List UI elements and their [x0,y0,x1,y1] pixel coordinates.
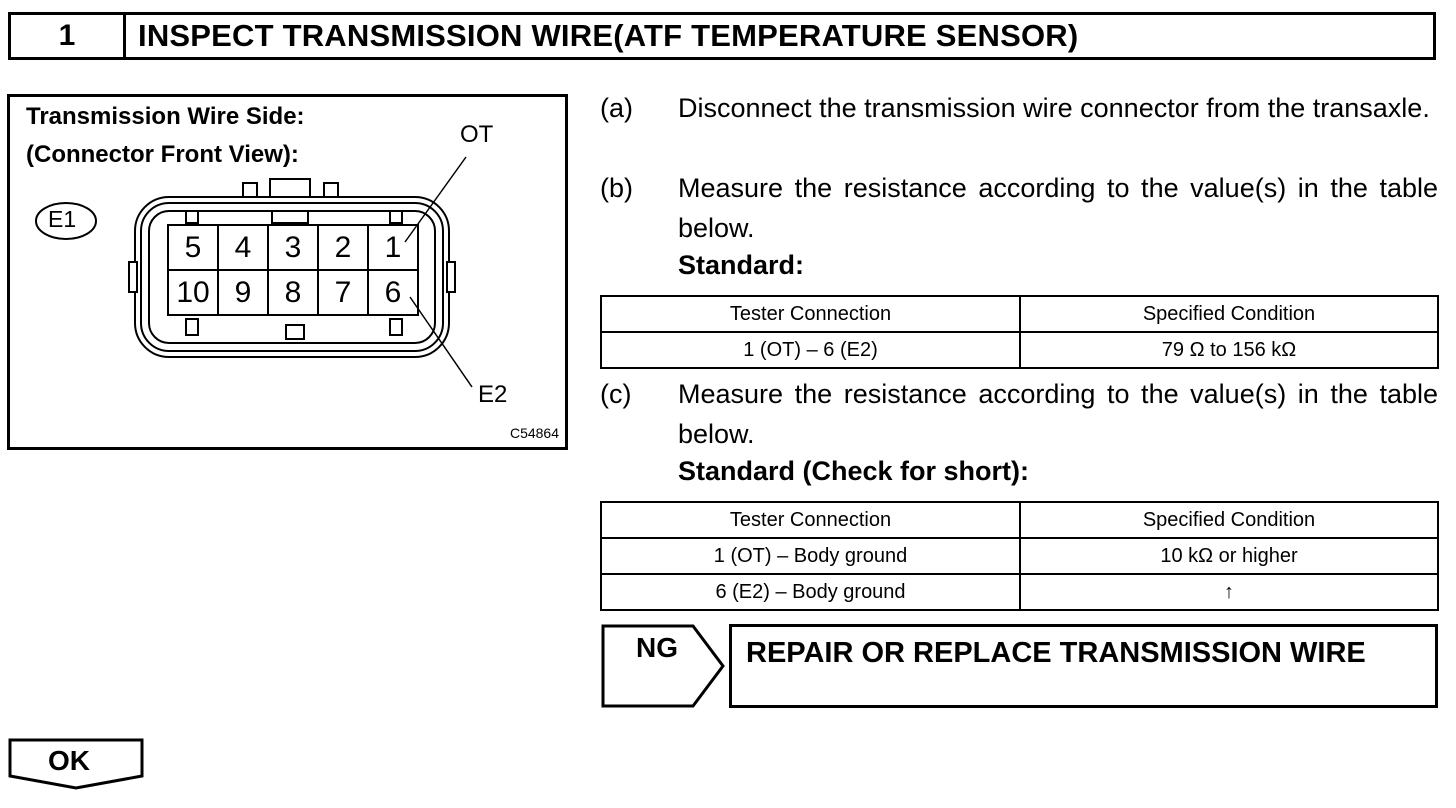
table-cell: 1 (OT) – 6 (E2) [600,331,1021,369]
connector-id-label: E1 [48,206,77,232]
ok-label: OK [48,745,90,776]
pin-3: 3 [284,231,302,264]
table-cell: ↑ [1019,573,1439,611]
ng-result-box: REPAIR OR REPLACE TRANSMISSION WIRE [729,624,1438,708]
step-title: INSPECT TRANSMISSION WIRE(ATF TEMPERATUR… [138,18,1079,53]
step-a: (a) Disconnect the transmission wire con… [600,88,1440,168]
ng-result-text: REPAIR OR REPLACE TRANSMISSION WIRE [746,637,1366,669]
figure-title-line1: Transmission Wire Side: [26,103,305,130]
pin-10: 10 [176,276,210,309]
pin-2: 2 [334,231,352,264]
table-cell: 1 (OT) – Body ground [600,537,1021,575]
connector-drawing [35,156,473,388]
step-b-label: (b) [600,173,633,203]
step-b: (b) Measure the resistance according to … [600,168,1440,248]
pin-1: 1 [384,231,402,264]
step-number: 1 [11,15,126,57]
ok-arrow-box [8,738,144,790]
table-header-row: Tester Connection Specified Condition [600,501,1439,539]
ng-label: NG [636,632,678,663]
step-c-text: Measure the resistance according to the … [678,379,1438,449]
step-c-label: (c) [600,379,632,409]
pin-7: 7 [334,276,352,309]
step-c: (c) Measure the resistance according to … [600,374,1440,454]
pin-9: 9 [234,276,252,309]
table-row: 1 (OT) – 6 (E2) 79 Ω to 156 kΩ [600,331,1439,369]
standard-heading: Standard: [678,250,805,280]
standard-short-table: Tester Connection Specified Condition 1 … [600,501,1439,611]
table-cell: 79 Ω to 156 kΩ [1019,331,1439,369]
pin-6: 6 [384,276,402,309]
step-a-text: Disconnect the transmission wire connect… [678,93,1430,123]
column-header: Tester Connection [600,295,1021,333]
connector-illustration: Transmission Wire Side: (Connector Front… [7,94,568,450]
column-header: Specified Condition [1019,501,1439,539]
table-row: 6 (E2) – Body ground ↑ [600,573,1439,611]
pin-8: 8 [284,276,302,309]
step-header: 1 INSPECT TRANSMISSION WIRE(ATF TEMPERAT… [8,12,1436,60]
table-cell: 10 kΩ or higher [1019,537,1439,575]
standard-table: Tester Connection Specified Condition 1 … [600,295,1439,369]
pin-4: 4 [234,231,252,264]
standard-short-heading: Standard (Check for short): [678,456,1030,486]
figure-title-line2: (Connector Front View): [26,141,299,168]
e2-terminal-label: E2 [478,381,508,408]
column-header: Tester Connection [600,501,1021,539]
table-cell: 6 (E2) – Body ground [600,573,1021,611]
table-row: 1 (OT) – Body ground 10 kΩ or higher [600,537,1439,575]
pin-5: 5 [184,231,202,264]
figure-code: C54864 [509,425,559,441]
column-header: Specified Condition [1019,295,1439,333]
step-b-text: Measure the resistance according to the … [678,173,1438,243]
ng-arrow-box [601,624,725,708]
ot-terminal-label: OT [460,121,494,148]
table-header-row: Tester Connection Specified Condition [600,295,1439,333]
step-a-label: (a) [600,93,633,123]
